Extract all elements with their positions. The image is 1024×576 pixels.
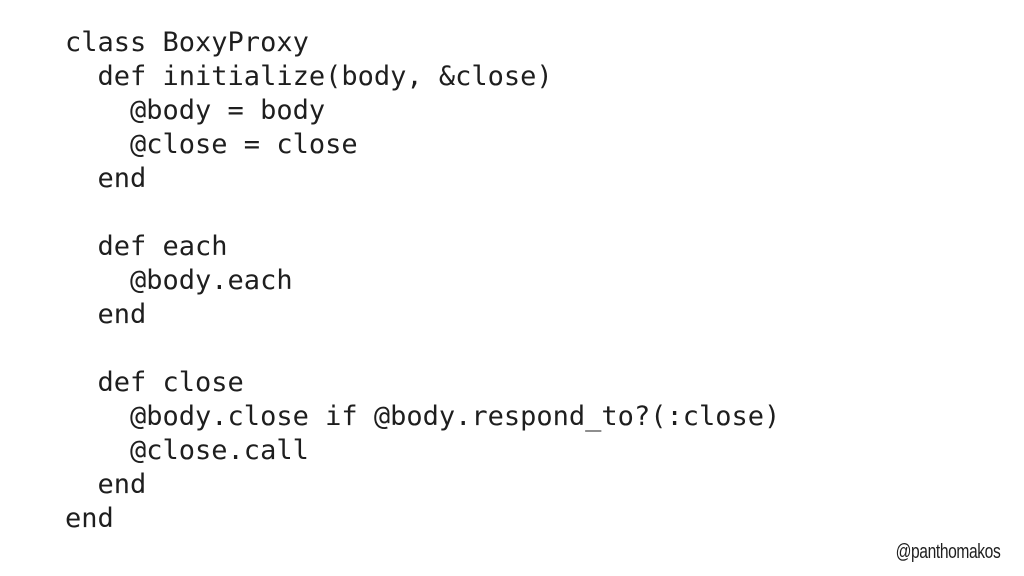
author-handle: @panthomakos	[895, 541, 1000, 563]
code-line: def each	[65, 231, 228, 262]
code-line	[65, 332, 780, 366]
code-line: end	[65, 299, 147, 330]
code-line: @body.close if @body.respond_to?(:close)	[65, 401, 781, 432]
code-line: def initialize(body, &close)	[65, 61, 553, 92]
code-line: def close	[65, 367, 244, 398]
code-line: end	[65, 469, 147, 500]
code-line: @body.each	[65, 265, 293, 296]
code-line: @close = close	[65, 129, 358, 160]
code-line: end	[65, 503, 114, 534]
code-line: class BoxyProxy	[65, 27, 309, 58]
code-line: @close.call	[65, 435, 309, 466]
code-line: end	[65, 163, 147, 194]
code-line: @body = body	[65, 95, 326, 126]
code-block: class BoxyProxy def initialize(body, &cl…	[65, 26, 780, 536]
code-line	[65, 196, 780, 230]
